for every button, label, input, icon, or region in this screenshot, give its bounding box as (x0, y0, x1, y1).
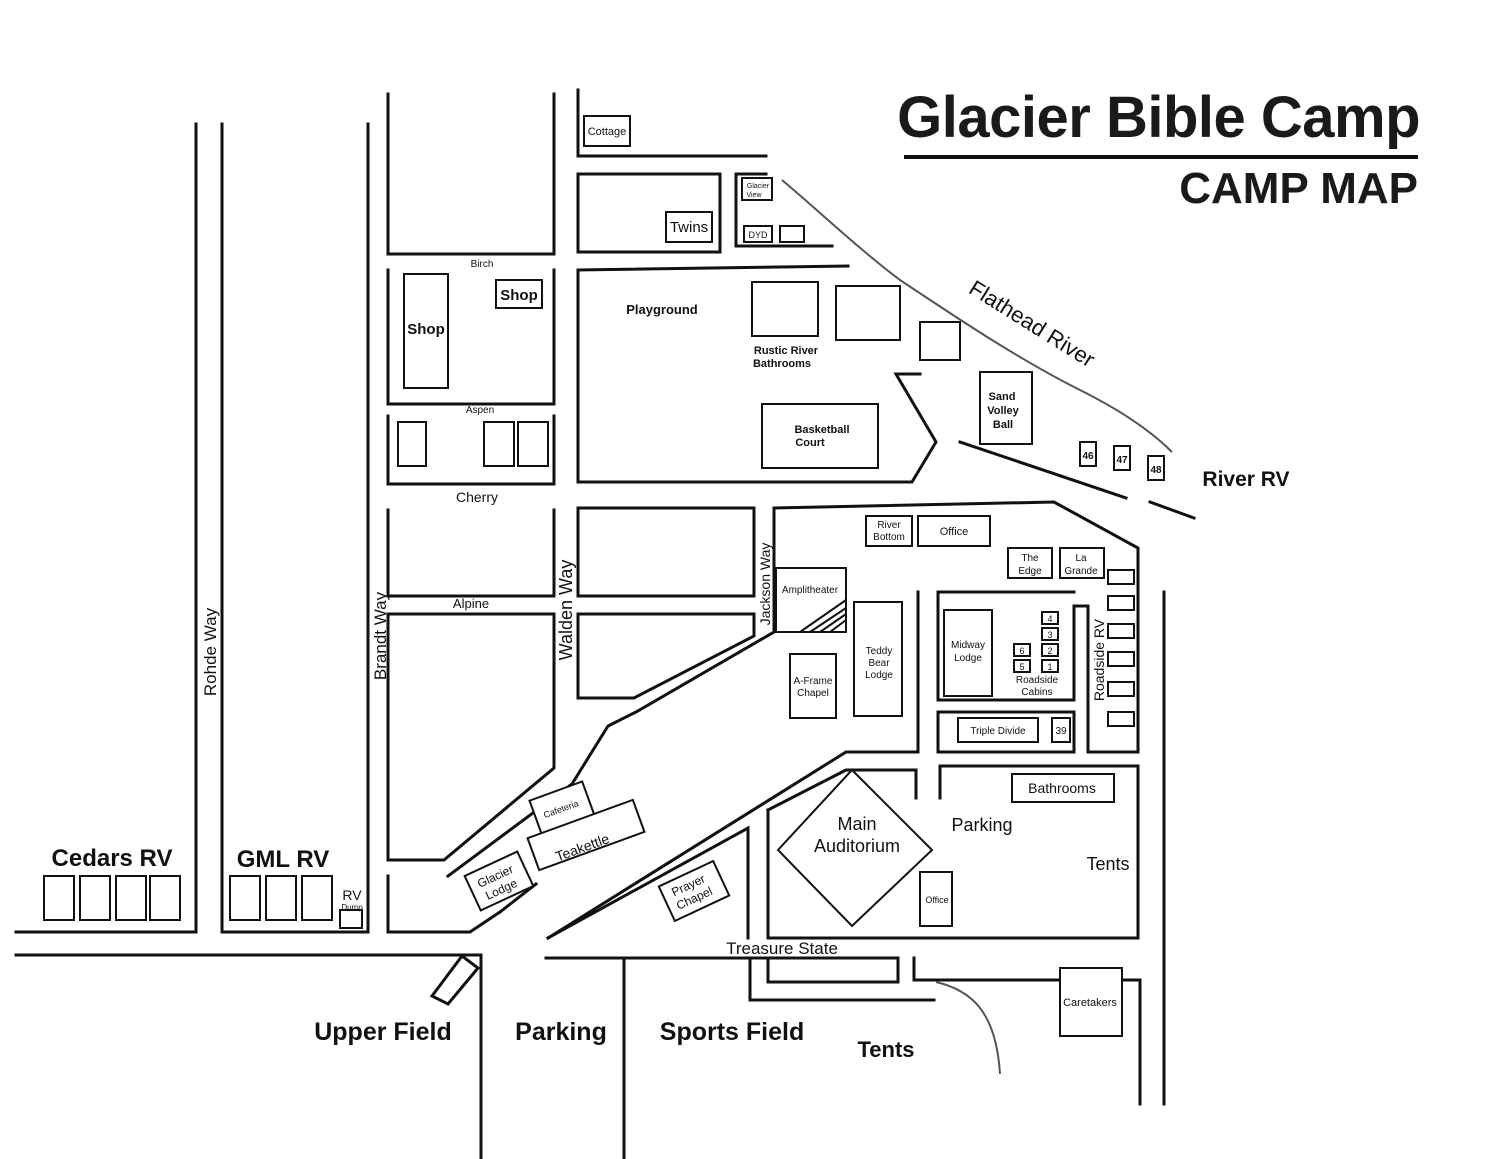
dyd-label: DYD (748, 230, 768, 240)
parking-main-label: Parking (951, 815, 1012, 835)
cottage-label: Cottage (588, 126, 627, 138)
shop-tall-label: Shop (407, 321, 445, 338)
teddy-label-1: Teddy (866, 646, 893, 657)
river-rv-label: River RV (1202, 468, 1289, 491)
street-jackson: Jackson Way (757, 543, 773, 626)
site-39-label: 39 (1055, 726, 1067, 737)
amphitheater-seating (775, 567, 847, 633)
site-47: 47 (1116, 455, 1128, 466)
site-48: 48 (1150, 465, 1162, 476)
map-subtitle: CAMP MAP (1179, 164, 1418, 213)
street-rohde: Rohde Way (201, 607, 220, 696)
cabin-4: 4 (1047, 614, 1052, 624)
street-roadside-rv: Roadside RV (1091, 618, 1107, 701)
roadside-cabins-label-2: Cabins (1021, 687, 1052, 698)
basketball-label-2: Court (795, 437, 825, 449)
street-treasure-state: Treasure State (726, 939, 838, 958)
tents-bottom-label: Tents (857, 1037, 914, 1062)
edge-label-2: Edge (1018, 566, 1042, 577)
midway-label-2: Lodge (954, 653, 982, 664)
labels: Birch Aspen Cherry Alpine Rohde Way Bran… (52, 126, 1290, 1062)
cabin-3: 3 (1047, 630, 1052, 640)
buildings (43, 115, 1165, 1037)
office-bottom-label: Office (925, 895, 948, 905)
amphitheater-label: Amplitheater (782, 585, 839, 596)
teddy-label-3: Lodge (865, 670, 893, 681)
gml-rv-label: GML RV (237, 846, 329, 873)
teddy-label-2: Bear (868, 658, 890, 669)
cedars-rv-label: Cedars RV (52, 845, 173, 872)
roadside-cabins-label-1: Roadside (1016, 675, 1059, 686)
river-label: Flathead River (965, 275, 1100, 372)
upper-field-label: Upper Field (314, 1018, 452, 1046)
volley-label-1: Sand (989, 391, 1016, 403)
volley-label-2: Volley (987, 405, 1019, 417)
street-alpine: Alpine (453, 596, 489, 611)
tents-right-label: Tents (1086, 854, 1129, 874)
road-network (14, 88, 1196, 1159)
shop-small-label: Shop (500, 287, 538, 304)
auditorium-label-1: Main (837, 814, 876, 834)
cabin-2: 2 (1047, 646, 1052, 656)
playground-label: Playground (626, 302, 698, 317)
sports-field-label: Sports Field (660, 1018, 804, 1046)
street-brandt: Brandt Way (371, 591, 390, 680)
street-birch: Birch (471, 259, 494, 270)
office-top-label: Office (940, 526, 969, 538)
title-underline (904, 155, 1418, 159)
midway-label-1: Midway (951, 640, 985, 651)
river-bottom-label-1: River (877, 520, 901, 531)
glacier-view-label-2: View (746, 192, 762, 199)
bathrooms-label: Bathrooms (1028, 780, 1096, 796)
trail-line (935, 981, 1001, 1075)
auditorium-label-2: Auditorium (814, 836, 900, 856)
rustic-label-2: Bathrooms (753, 358, 811, 370)
la-grande-label-1: La (1075, 553, 1087, 564)
cabin-6: 6 (1019, 646, 1024, 656)
volley-label-3: Ball (993, 419, 1013, 431)
aframe-label-1: A-Frame (794, 676, 833, 687)
map-title: Glacier Bible Camp (897, 85, 1420, 150)
parking-bottom-label: Parking (515, 1018, 607, 1046)
basketball-label-1: Basketball (794, 424, 849, 436)
cabin-5: 5 (1019, 662, 1024, 672)
rv-dump-label-2: Dump (341, 903, 363, 912)
river-bottom-label-2: Bottom (873, 532, 905, 543)
rv-dump-label-1: RV (342, 887, 362, 903)
triple-divide-label: Triple Divide (970, 726, 1026, 737)
aframe-label-2: Chapel (797, 688, 829, 699)
river-line (781, 179, 1173, 453)
rustic-label-1: Rustic River (754, 345, 819, 357)
caretakers-label: Caretakers (1063, 997, 1117, 1009)
glacier-view-label-1: Glacier (747, 183, 770, 190)
edge-label-1: The (1021, 553, 1039, 564)
la-grande-label-2: Grande (1064, 566, 1098, 577)
cabin-1: 1 (1047, 662, 1052, 672)
twins-label: Twins (670, 219, 708, 236)
street-cherry: Cherry (456, 489, 498, 505)
site-46: 46 (1082, 451, 1094, 462)
street-walden: Walden Way (556, 560, 576, 661)
street-aspen: Aspen (466, 405, 494, 416)
